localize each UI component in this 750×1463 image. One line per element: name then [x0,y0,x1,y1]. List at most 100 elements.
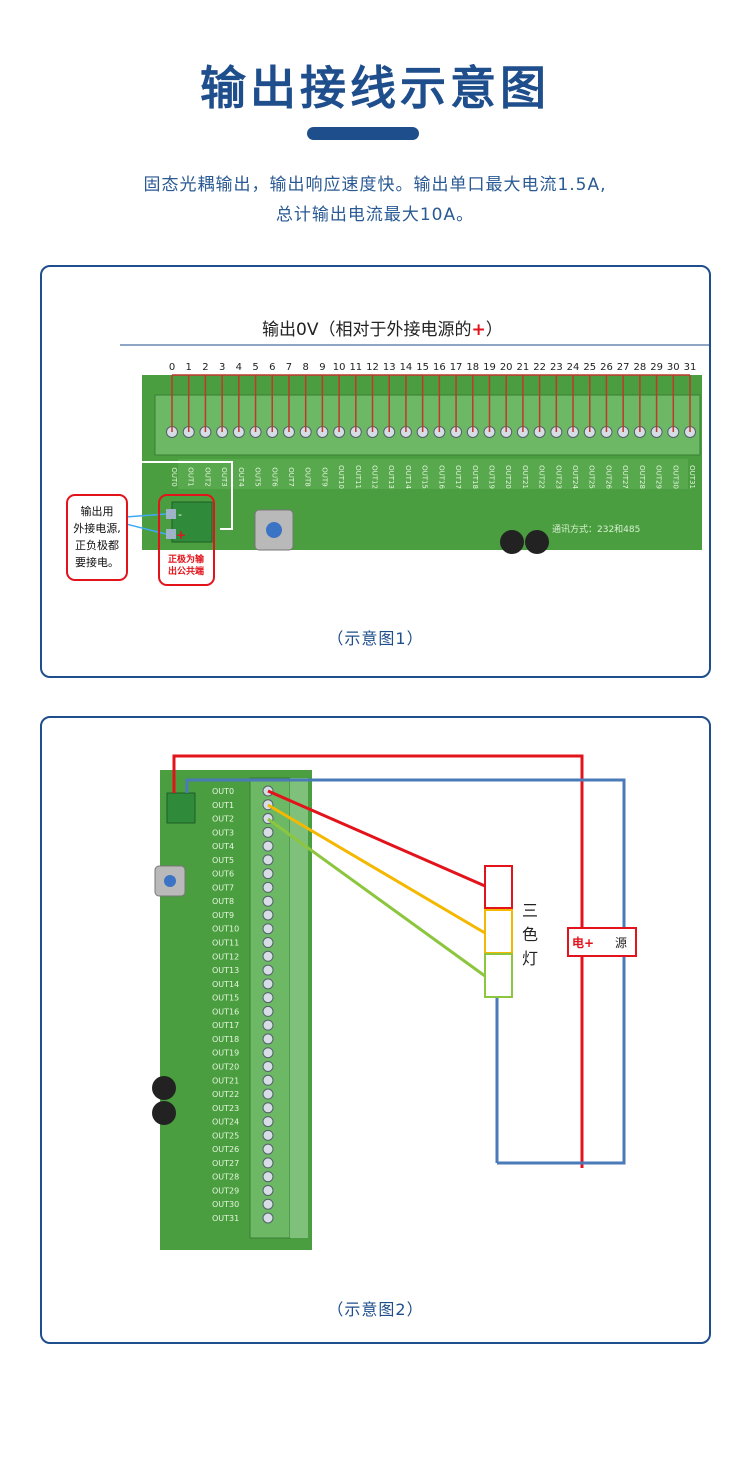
out-port-label: OUT25 [212,1131,239,1140]
board-out-label: OUT16 [437,465,445,489]
terminal-screw [262,868,274,880]
callout-left-line: 输出用 [81,504,114,518]
channel-number: 26 [600,362,613,373]
terminal-screw [262,909,274,921]
board-comm-text: 通讯方式：232和485 [552,523,640,535]
board-out-label: OUT23 [554,465,562,489]
board-out-label: OUT25 [588,465,596,489]
terminal-screw [262,1184,274,1196]
lamp-green-segment [484,953,513,998]
channel-number: 19 [483,362,496,373]
channel-number: 28 [634,362,647,373]
channel-number: 23 [550,362,563,373]
out-port-label: OUT3 [212,828,234,837]
board-out-label: OUT27 [621,465,629,489]
out-port-label: OUT31 [212,1214,239,1223]
board-out-label: OUT9 [320,467,328,486]
channel-number: 17 [450,362,463,373]
terminal-screw [262,1033,274,1045]
lamp-label-1: 三 [522,901,538,920]
board-out-label: OUT28 [638,465,646,489]
capacitor-3 [152,1076,176,1100]
board-out-label: OUT3 [220,467,228,486]
channel-number: 10 [333,362,346,373]
green-output-wire [267,817,486,978]
terminal-screw [262,1005,274,1017]
callout-left-line: 正负极都 [75,538,119,552]
out-port-label: OUT7 [212,883,234,892]
out-port-label: OUT14 [212,980,239,989]
terminal-screw [262,1088,274,1100]
capacitor-1 [500,530,524,554]
din-rail [290,778,308,1238]
terminal-screw [262,923,274,935]
common-wire [142,461,233,530]
channel-number: 3 [219,362,225,373]
figure2-diagram: OUT0OUT1OUT2OUT3OUT4OUT5OUT6OUT7OUT8OUT9… [152,754,637,1250]
board-out-label: OUT21 [521,465,529,489]
board-out-label: OUT13 [387,465,395,489]
board-out-label: OUT29 [655,465,663,489]
channel-number: 29 [650,362,663,373]
board-out-label: OUT2 [203,467,211,486]
channel-number: 13 [383,362,396,373]
callout-left-line: 要接电。 [75,556,119,569]
channel-number: 4 [236,362,242,373]
board-out-label: OUT20 [504,465,512,489]
power-plus-label: 电+ [572,935,594,950]
power-connector-2 [166,792,196,824]
board-out-label: OUT17 [454,465,462,489]
power-terminal-top [166,509,176,519]
channel-number: 31 [684,362,697,373]
out-port-label: OUT2 [212,815,234,824]
out-port-label: OUT23 [212,1104,239,1113]
board-out-label: OUT30 [671,465,679,489]
board-out-label: OUT19 [487,465,495,489]
channel-number: 15 [416,362,429,373]
board-out-label: OUT10 [337,465,345,489]
channel-number: 12 [366,362,379,373]
power-minus-mark: - [178,508,182,521]
power-connector [171,501,213,543]
page-title: 输出接线示意图 [200,61,550,115]
board-out-label: OUT1 [187,467,195,486]
board-out-label: OUT4 [237,467,245,487]
out-port-label: OUT30 [212,1200,239,1209]
terminal-screw [262,1060,274,1072]
channel-number: 11 [349,362,362,373]
terminal-screw [262,881,274,893]
terminal-screw [262,1143,274,1155]
board-out-label: OUT24 [571,465,579,489]
board-out-label: OUT7 [287,467,295,486]
channel-number: 0 [169,362,175,373]
lamp-yellow-segment [484,909,513,954]
board-out-label: OUT8 [304,467,312,486]
out-port-label: OUT9 [212,911,234,920]
out-port-label: OUT4 [212,842,234,851]
out-port-label: OUT27 [212,1159,239,1168]
red-output-wire [267,789,486,888]
out-port-label: OUT12 [212,952,239,961]
out-port-label: OUT24 [212,1118,239,1127]
out-port-label: OUT17 [212,1021,239,1030]
figure2-caption: （示意图2） [327,1300,424,1319]
board-out-label: OUT5 [254,467,262,486]
out-port-label: OUT13 [212,966,239,975]
out-port-label: OUT15 [212,994,239,1003]
serial-port-center [266,522,282,538]
out-port-label: OUT18 [212,1035,239,1044]
channel-number: 22 [533,362,546,373]
board-out-label: OUT26 [604,465,612,489]
out-port-label: OUT11 [212,939,239,948]
channel-number: 24 [567,362,580,373]
terminal-screw [262,992,274,1004]
channel-number: 1 [186,362,192,373]
channel-number: 27 [617,362,630,373]
figure1-heading: 输出0V（相对于外接电源的+） [262,320,503,340]
vertical-terminal-screws [262,785,274,1224]
lamp-red-segment [484,865,513,909]
